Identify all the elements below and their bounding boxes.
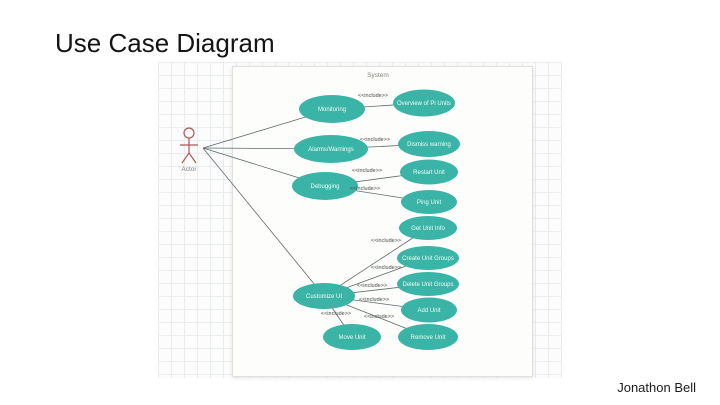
usecase-ellipse (398, 324, 458, 350)
system-boundary (232, 66, 533, 377)
usecase-ellipse (400, 159, 458, 185)
usecase-label: Remove Unit (411, 335, 446, 341)
usecase-label: Alarms/Warnings (308, 147, 353, 153)
system-label: System (367, 72, 389, 79)
include-label: <<include>> (358, 93, 388, 99)
include-label: <<include>> (371, 238, 401, 244)
usecase-label: Move Unit (338, 335, 365, 341)
usecase-ellipse (323, 324, 381, 350)
usecase-label: Create Unit Groups (402, 256, 454, 262)
usecase-label: Ping Unit (417, 200, 442, 206)
usecase-label: Delete Unit Groups (402, 282, 453, 288)
page-title: Use Case Diagram (55, 28, 275, 58)
usecase-label: Debugging (310, 184, 339, 190)
usecase-ellipse (399, 216, 457, 240)
include-label: <<include>> (360, 137, 390, 143)
usecase-label: Monitoring (318, 107, 346, 113)
include-label: <<include>> (321, 311, 351, 317)
include-label: <<include>> (352, 168, 382, 174)
usecase-ellipse (401, 297, 457, 323)
usecase-label: Get Unit Info (411, 226, 445, 232)
association-line (323, 227, 429, 297)
usecase-ellipse (393, 89, 455, 117)
usecase-label: Dismiss warning (407, 142, 451, 148)
usecase-label: Restart Unit (413, 170, 445, 176)
usecase-label: Overview of Pi Units (397, 101, 451, 107)
actor-leg-left (181, 152, 190, 164)
include-label: <<include>> (371, 265, 401, 271)
include-label: <<include>> (359, 297, 389, 303)
include-label: <<include>> (350, 186, 380, 192)
usecase-ellipse (397, 272, 459, 296)
author-credit: Jonathon Bell (617, 380, 696, 395)
usecase-ellipse (398, 131, 460, 157)
include-label: <<include>> (357, 283, 387, 289)
actor-leg-right (188, 152, 197, 164)
usecase-ellipse (293, 283, 355, 309)
usecase-ellipse (401, 190, 457, 214)
usecase-label: Add Unit (417, 308, 440, 314)
usecase-ellipse (397, 246, 459, 270)
usecase-label: Customize UI (306, 294, 342, 300)
actor-head (183, 127, 195, 139)
usecase-ellipse (294, 135, 368, 163)
association-line (202, 147, 325, 297)
actor-label: Actor (181, 166, 197, 173)
usecase-ellipse (292, 172, 358, 200)
include-label: <<include>> (364, 314, 394, 320)
usecase-ellipse (299, 95, 365, 123)
